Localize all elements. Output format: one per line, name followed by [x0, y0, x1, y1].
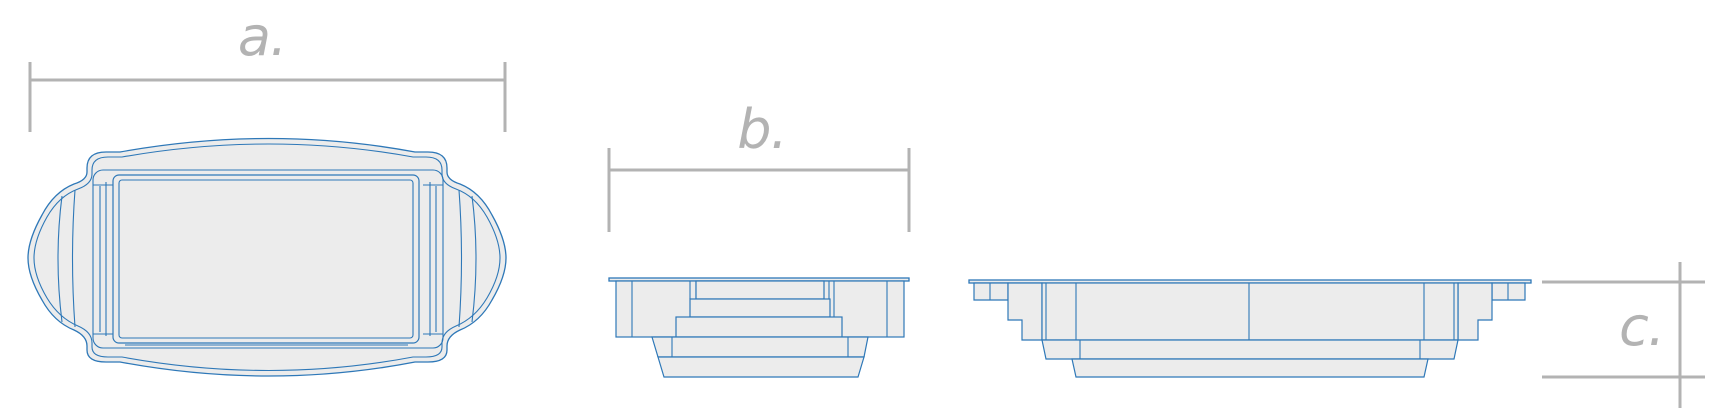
pool-end-view — [608, 277, 910, 378]
dimension-c-label: c. — [1619, 295, 1664, 358]
dimension-a: a. — [28, 5, 507, 132]
dimension-b-label: b. — [737, 98, 786, 161]
pool-side-view — [968, 279, 1532, 378]
pool-top-view — [27, 137, 507, 377]
dimension-a-label: a. — [238, 5, 286, 68]
dimension-c: c. — [1542, 262, 1705, 408]
dimension-b: b. — [607, 98, 911, 232]
